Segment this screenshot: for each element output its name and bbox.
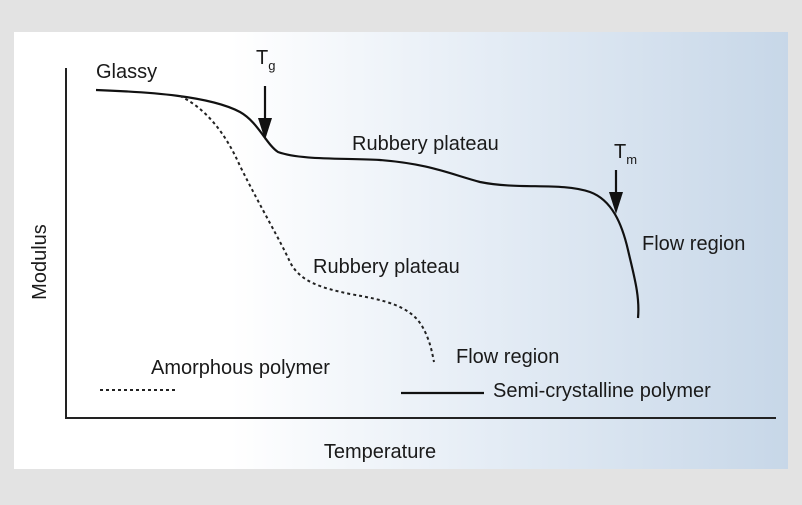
amorphous-curve: [179, 95, 435, 363]
x-axis-label: Temperature: [324, 441, 436, 463]
tg-label: Tg: [256, 47, 275, 73]
rubbery-plateau-semi-label: Rubbery plateau: [352, 133, 499, 155]
axes: [65, 68, 776, 419]
rubbery-plateau-amorphous-label: Rubbery plateau: [313, 256, 460, 278]
tm-label: Tm: [614, 141, 637, 167]
legend-amorphous-label: Amorphous polymer: [151, 357, 330, 379]
legend: Amorphous polymer Semi-crystalline polym…: [100, 357, 711, 402]
glassy-label: Glassy: [96, 61, 157, 83]
tm-arrow: [609, 170, 623, 214]
semi-crystalline-curve: [95, 88, 640, 319]
tg-arrow: [258, 86, 272, 140]
diagram-panel: [14, 32, 788, 469]
y-axis-label: Modulus: [29, 224, 51, 300]
flow-region-semi-label: Flow region: [642, 233, 745, 255]
legend-semi-crystalline-label: Semi-crystalline polymer: [493, 380, 711, 402]
flow-region-amorphous-label: Flow region: [456, 346, 559, 368]
